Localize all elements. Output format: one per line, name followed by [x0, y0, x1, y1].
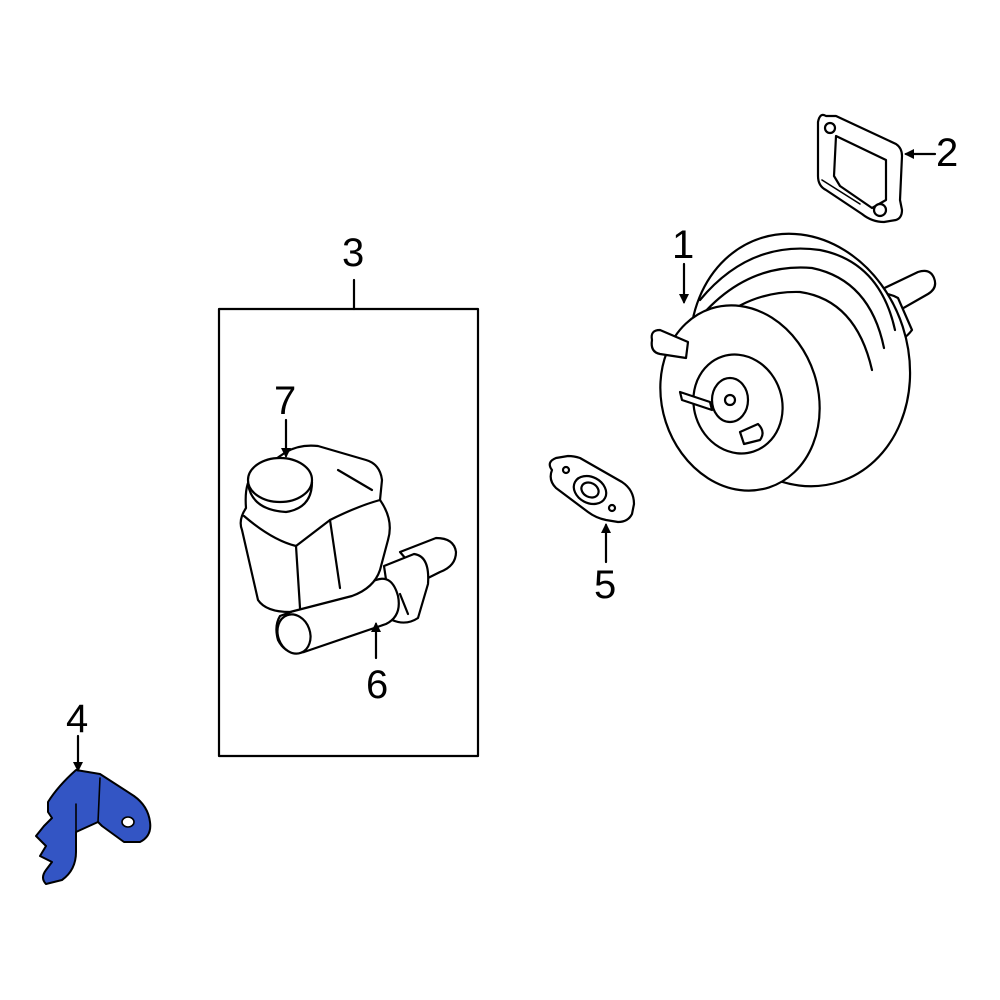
- part-2-gasket[interactable]: [816, 113, 904, 224]
- part-6-master-cylinder[interactable]: [272, 536, 458, 658]
- callout-2-label: 2: [936, 131, 958, 175]
- callout-7-label: 7: [274, 379, 296, 423]
- callout-3-label: 3: [342, 231, 364, 275]
- part-7-reservoir[interactable]: [239, 444, 391, 614]
- callout-5-label: 5: [594, 563, 616, 607]
- part-5-seal[interactable]: [548, 454, 636, 524]
- callout-4-label: 4: [66, 697, 88, 741]
- part-1-brake-booster[interactable]: [637, 205, 942, 515]
- callout-1-label: 1: [672, 223, 694, 267]
- part-3-assembly-box[interactable]: [217, 307, 480, 758]
- part-4-bracket[interactable]: [35, 769, 152, 885]
- callout-6-label: 6: [366, 663, 388, 707]
